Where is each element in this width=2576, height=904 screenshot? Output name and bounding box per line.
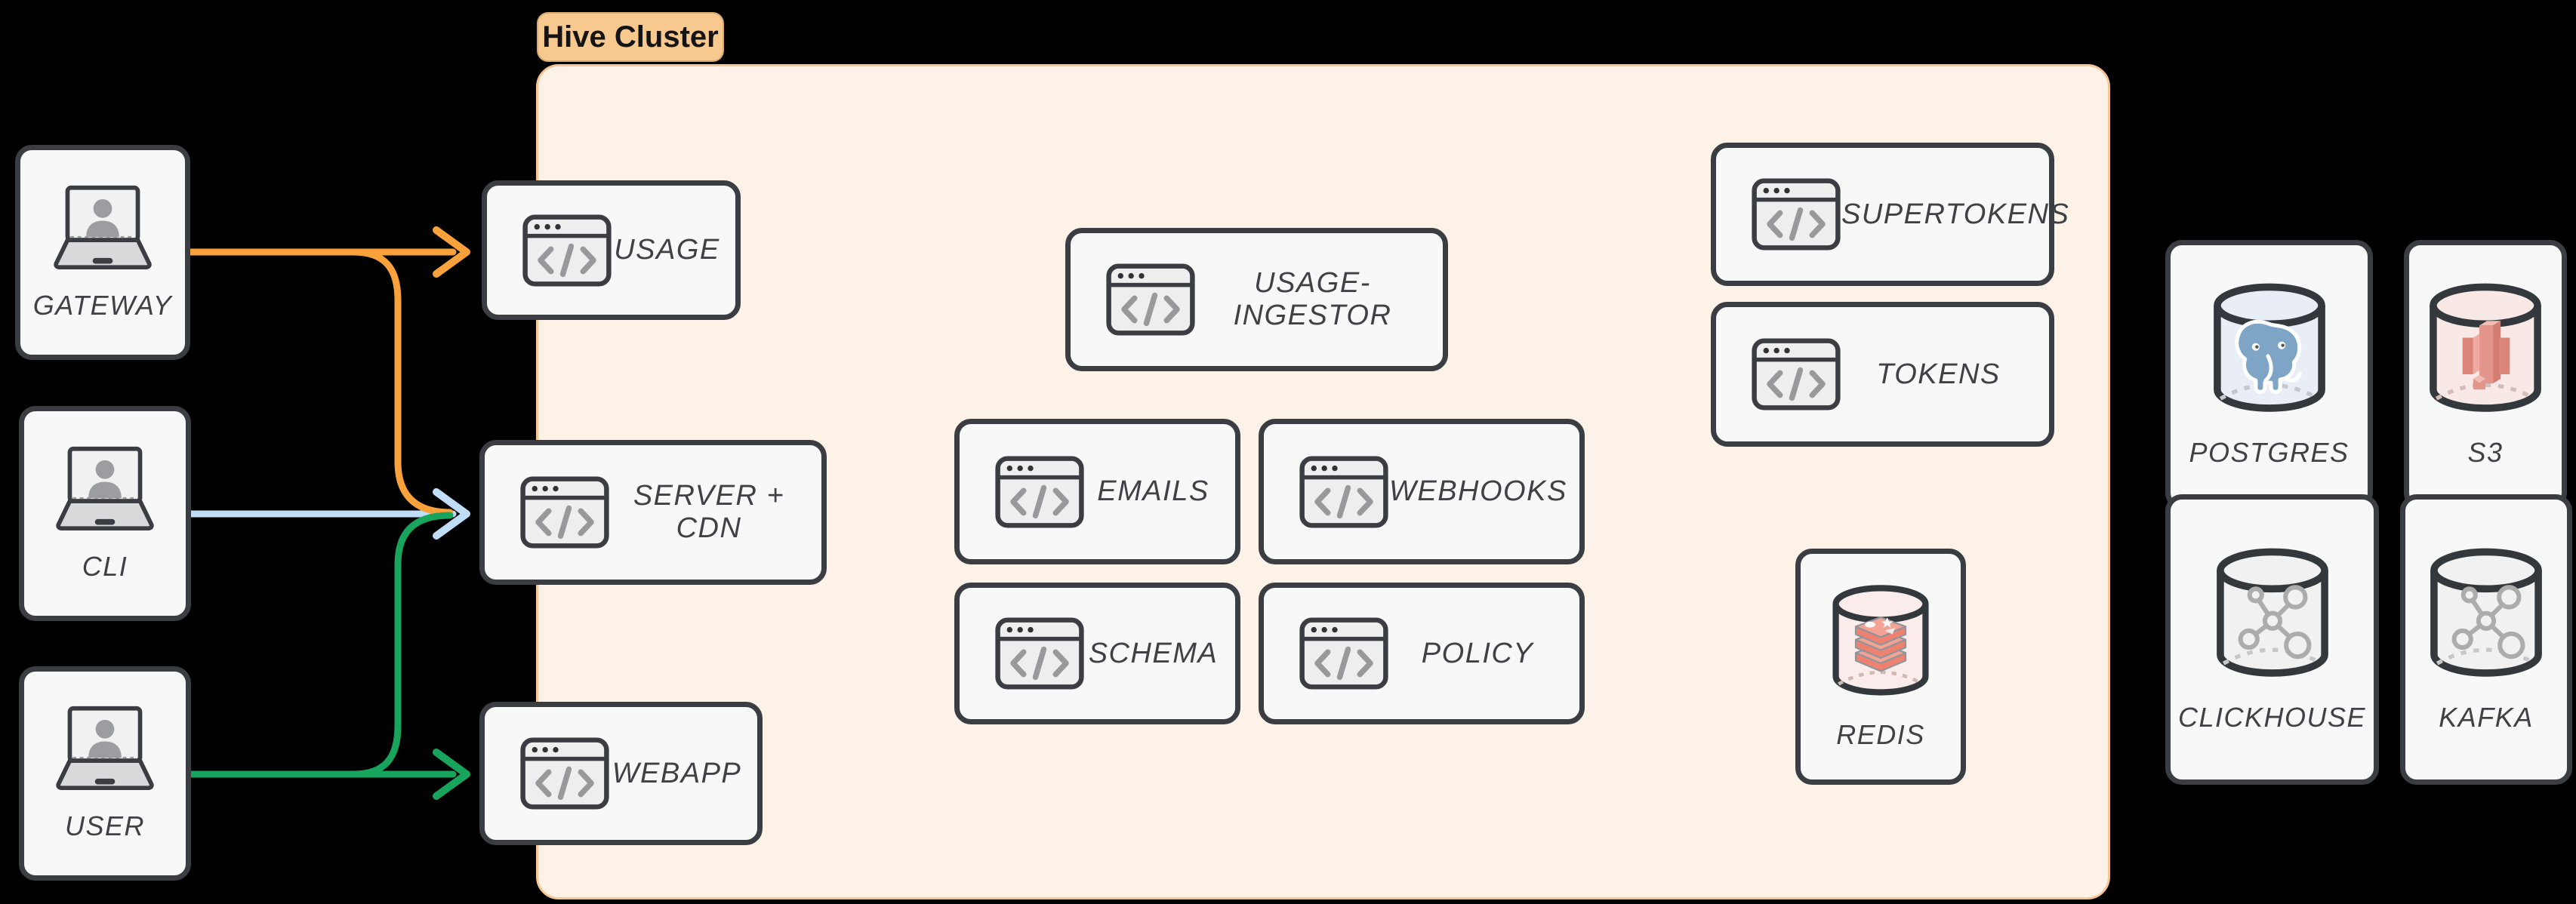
node-clickhouse[interactable]: CLICKHOUSE	[2165, 494, 2379, 785]
edge-user-webapp-head	[433, 749, 470, 800]
node-label: USER	[64, 810, 146, 841]
node-label: SCHEMA	[1088, 637, 1219, 669]
node-label: REDIS	[1836, 718, 1925, 750]
node-redis[interactable]: REDIS	[1795, 549, 1966, 785]
code-window-icon	[519, 475, 610, 549]
edge-gateway-usage-head	[433, 226, 470, 278]
node-postgres[interactable]: POSTGRES	[2165, 240, 2373, 509]
node-label: SERVER + CDN	[633, 480, 785, 544]
code-window-icon	[994, 455, 1085, 529]
node-label: S3	[2467, 436, 2504, 468]
database-network-icon	[2430, 548, 2542, 677]
edge-gateway-servercdn	[350, 248, 454, 516]
node-label: POLICY	[1421, 637, 1534, 669]
node-server-cdn[interactable]: SERVER + CDN	[479, 440, 827, 585]
node-kafka[interactable]: KAFKA	[2400, 494, 2572, 785]
node-webhooks[interactable]: WEBHOOKS	[1259, 419, 1585, 564]
node-webapp[interactable]: WEBAPP	[479, 702, 763, 845]
node-cli[interactable]: CLI	[19, 406, 191, 621]
node-policy[interactable]: POLICY	[1259, 583, 1585, 724]
postgres-database-icon	[2213, 283, 2325, 412]
node-label: POSTGRES	[2189, 436, 2350, 468]
redis-database-icon	[1832, 584, 1929, 696]
node-schema[interactable]: SCHEMA	[954, 583, 1240, 724]
node-label: TOKENS	[1876, 358, 2001, 390]
hive-cluster-badge: Hive Cluster	[537, 12, 724, 62]
node-usage-ingestor[interactable]: USAGE-INGESTOR	[1065, 228, 1448, 371]
node-label: CLICKHOUSE	[2177, 701, 2367, 733]
node-tokens[interactable]: TOKENS	[1711, 302, 2054, 447]
node-label: EMAILS	[1097, 475, 1209, 507]
code-window-icon	[994, 617, 1085, 690]
node-label: USAGE	[614, 234, 720, 266]
hive-cluster-label: Hive Cluster	[542, 20, 719, 54]
laptop-user-icon	[44, 445, 166, 531]
node-label: WEBHOOKS	[1389, 475, 1567, 507]
edge-user-servercdn	[350, 512, 454, 778]
code-window-icon	[1299, 455, 1389, 529]
node-label: GATEWAY	[32, 289, 173, 321]
code-window-icon	[1751, 337, 1841, 411]
node-label: WEBAPP	[612, 757, 742, 789]
code-window-icon	[1299, 617, 1389, 690]
code-window-icon	[519, 736, 610, 810]
node-usage[interactable]: USAGE	[482, 180, 741, 320]
node-user[interactable]: USER	[19, 666, 191, 881]
laptop-user-icon	[44, 705, 166, 791]
code-window-icon	[522, 214, 612, 287]
s3-database-icon	[2430, 283, 2541, 412]
node-label: SUPERTOKENS	[1841, 198, 2070, 230]
code-window-icon	[1105, 263, 1196, 337]
database-network-icon	[2216, 548, 2328, 677]
edge-cli-servercdn-head	[433, 488, 470, 540]
laptop-user-icon	[42, 184, 164, 270]
code-window-icon	[1751, 177, 1841, 251]
node-label: KAFKA	[2439, 701, 2534, 733]
node-label: CLI	[82, 550, 128, 582]
node-supertokens[interactable]: SUPERTOKENS	[1711, 143, 2069, 286]
node-label: USAGE-INGESTOR	[1233, 267, 1392, 331]
node-gateway[interactable]: GATEWAY	[15, 145, 190, 360]
node-s3[interactable]: S3	[2404, 240, 2567, 509]
node-emails[interactable]: EMAILS	[954, 419, 1240, 564]
